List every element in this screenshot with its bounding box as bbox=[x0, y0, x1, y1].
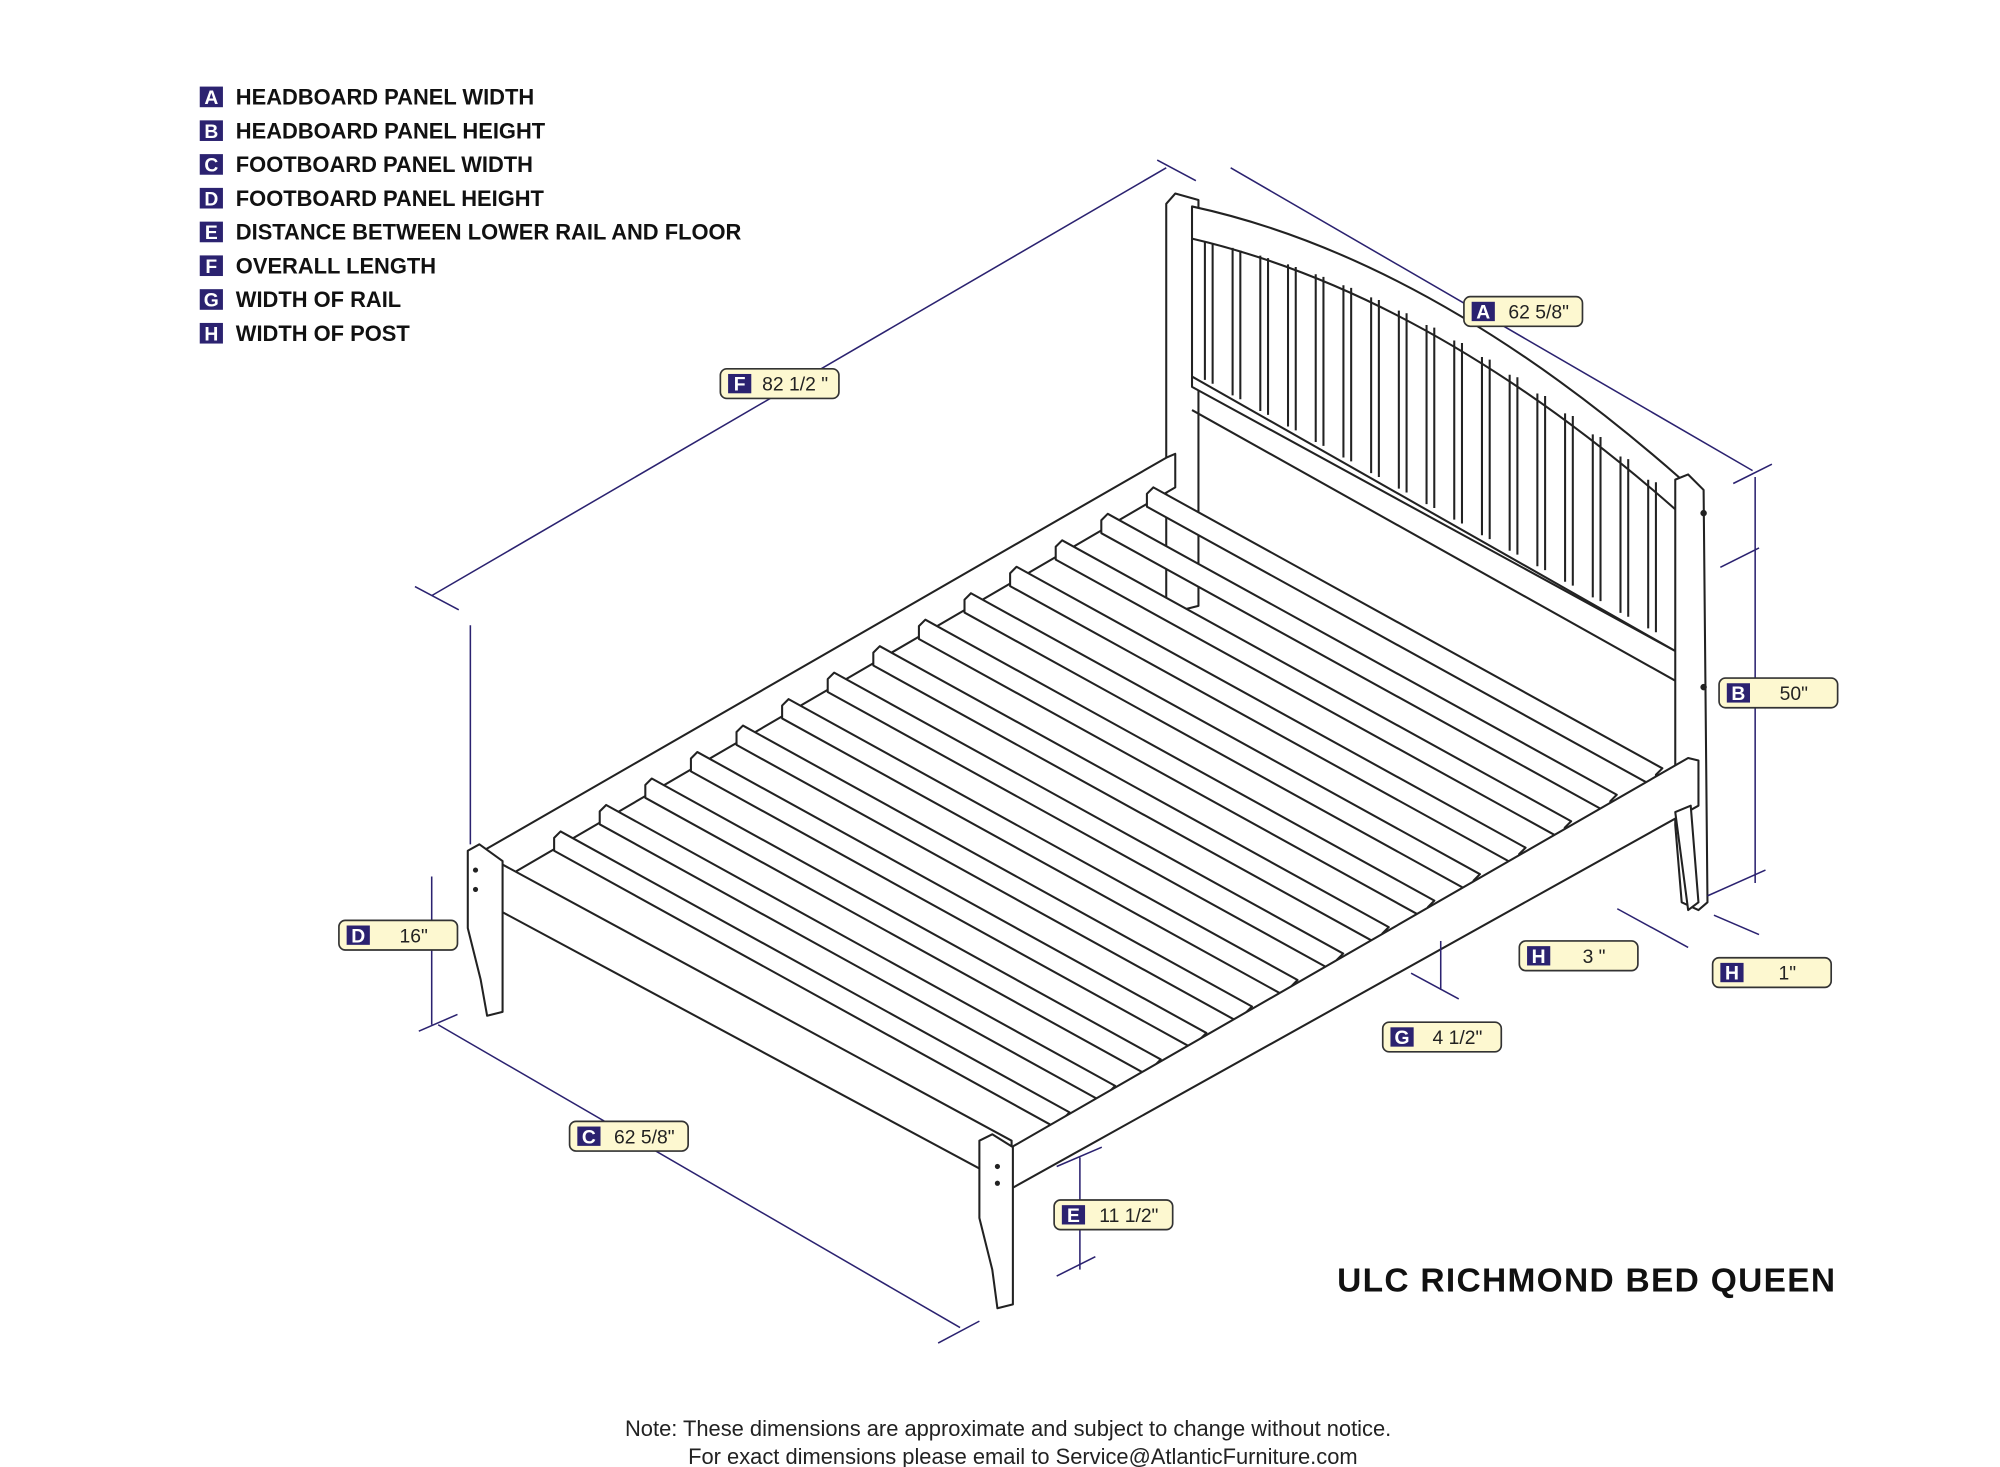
dimension-letter: H bbox=[1725, 964, 1739, 985]
dimension-lines bbox=[414, 159, 1773, 1344]
legend-badge bbox=[199, 221, 223, 243]
note-line-2: For exact dimensions please email to Ser… bbox=[688, 1444, 1357, 1467]
dimension-value: 62 5/8" bbox=[614, 1127, 675, 1148]
legend-letter: D bbox=[204, 189, 218, 210]
dimension-badge bbox=[1061, 1205, 1086, 1225]
legend-item: D FOOTBOARD PANEL HEIGHT bbox=[199, 186, 545, 211]
dimension-badge bbox=[346, 925, 370, 945]
headboard-bottom-edge bbox=[1191, 409, 1676, 682]
dimension-label-h1: H 3 " bbox=[1518, 940, 1639, 972]
slat bbox=[1100, 512, 1618, 816]
dimension-letter: B bbox=[1731, 684, 1745, 705]
legend-letter: B bbox=[204, 122, 218, 143]
dimension-label-b: B 50" bbox=[1718, 677, 1839, 709]
dimension-badge bbox=[1726, 683, 1750, 703]
legend-item: E DISTANCE BETWEEN LOWER RAIL AND FLOOR bbox=[199, 220, 742, 245]
legend-badge bbox=[199, 255, 223, 277]
note-line-1: Note: These dimensions are approximate a… bbox=[625, 1416, 1391, 1441]
legend: A HEADBOARD PANEL WIDTH B HEADBOARD PANEL H… bbox=[199, 85, 742, 346]
dimension-value: 11 1/2" bbox=[1099, 1206, 1158, 1227]
dimension-badge bbox=[1527, 946, 1551, 966]
legend-badge bbox=[199, 86, 223, 108]
dimension-badge bbox=[728, 373, 752, 394]
dimension-label-h2: H 1" bbox=[1711, 956, 1833, 989]
legend-badge bbox=[199, 154, 223, 175]
legend-label: WIDTH OF RAIL bbox=[236, 287, 401, 312]
legend-item: H WIDTH OF POST bbox=[199, 321, 411, 346]
legend-label: HEADBOARD PANEL WIDTH bbox=[236, 85, 534, 110]
slats bbox=[553, 486, 1664, 1133]
head-right-leg bbox=[1674, 804, 1700, 912]
dimension-label-f: F 82 1/2 " bbox=[719, 367, 840, 400]
dimension-letter: E bbox=[1067, 1206, 1080, 1227]
dimension-value: 62 5/8" bbox=[1508, 303, 1569, 324]
legend-badge bbox=[199, 120, 223, 141]
headboard-spindles bbox=[1203, 241, 1657, 633]
legend-item: G WIDTH OF RAIL bbox=[199, 287, 401, 312]
bed-drawing bbox=[466, 192, 1709, 1310]
dimension-letter: C bbox=[582, 1127, 596, 1148]
legend-label: HEADBOARD PANEL HEIGHT bbox=[236, 118, 546, 143]
dimension-value: 1" bbox=[1779, 964, 1797, 985]
dimension-label-c: C 62 5/8" bbox=[568, 1120, 689, 1152]
dimension-value: 16" bbox=[399, 926, 427, 947]
legend-item: F OVERALL LENGTH bbox=[199, 253, 436, 278]
legend-badge bbox=[199, 322, 223, 344]
legend-badge bbox=[199, 187, 223, 209]
legend-letter: F bbox=[205, 257, 217, 278]
legend-label: WIDTH OF POST bbox=[236, 321, 411, 346]
dimension-letter: G bbox=[1395, 1028, 1410, 1049]
legend-item: A HEADBOARD PANEL WIDTH bbox=[199, 85, 534, 110]
legend-label: FOOTBOARD PANEL HEIGHT bbox=[236, 186, 545, 211]
slat bbox=[1145, 486, 1664, 789]
dimension-letter: H bbox=[1532, 947, 1546, 968]
dimension-badge bbox=[1720, 962, 1744, 983]
headboard-lower-rail bbox=[1191, 375, 1676, 652]
legend-letter: H bbox=[204, 324, 218, 345]
dimension-letter: F bbox=[734, 375, 746, 396]
legend-letter: A bbox=[204, 88, 218, 109]
legend-item: B HEADBOARD PANEL HEIGHT bbox=[199, 118, 546, 143]
dimension-label-g: G 4 1/2" bbox=[1381, 1021, 1503, 1053]
slat bbox=[1054, 539, 1573, 842]
product-title: ULC RICHMOND BED QUEEN bbox=[1337, 1262, 1836, 1299]
dimension-label-a: A 62 5/8" bbox=[1463, 295, 1584, 328]
dimension-letter: D bbox=[351, 926, 365, 947]
legend-badge bbox=[199, 289, 223, 310]
dimension-badge bbox=[1390, 1027, 1414, 1047]
dimension-badge bbox=[1471, 301, 1495, 322]
legend-letter: C bbox=[204, 156, 218, 177]
dimension-value: 82 1/2 " bbox=[762, 375, 828, 396]
dimension-letter: A bbox=[1476, 303, 1490, 324]
foot-right-post bbox=[978, 1133, 1014, 1310]
legend-label: FOOTBOARD PANEL WIDTH bbox=[236, 152, 533, 177]
dimension-value: 4 1/2" bbox=[1433, 1028, 1483, 1049]
legend-label: OVERALL LENGTH bbox=[236, 253, 436, 278]
dimension-label-e: E 11 1/2" bbox=[1053, 1199, 1174, 1231]
dimension-badge bbox=[577, 1126, 601, 1146]
dimension-label-d: D 16" bbox=[338, 919, 459, 951]
legend-letter: G bbox=[204, 291, 219, 312]
dimension-value: 50" bbox=[1780, 684, 1808, 705]
legend-item: C FOOTBOARD PANEL WIDTH bbox=[199, 152, 533, 177]
dimension-value: 3 " bbox=[1583, 947, 1606, 968]
dimension-labels: A 62 5/8" F 82 1/2 " B 50" D 16" H 3 " H 1" G 4 1/2" C… bbox=[338, 295, 1839, 1231]
legend-letter: E bbox=[205, 223, 218, 244]
legend-label: DISTANCE BETWEEN LOWER RAIL AND FLOOR bbox=[236, 220, 742, 245]
